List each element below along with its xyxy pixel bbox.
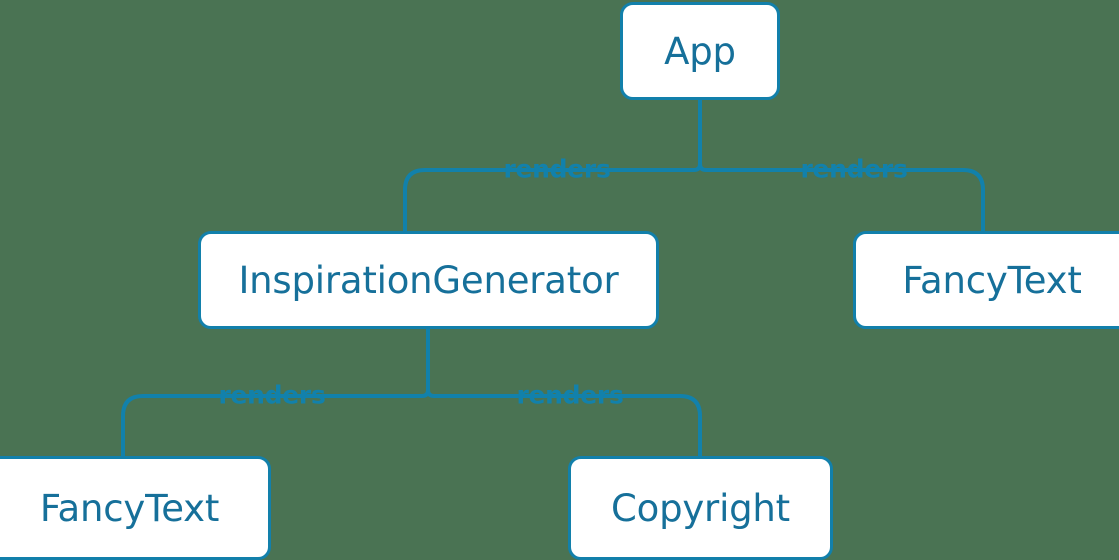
node-fancytext-top-right[interactable]: FancyText — [853, 231, 1119, 329]
edge-label-app-to-inspiration-generator: renders — [503, 154, 611, 184]
node-inspiration-generator-label: InspirationGenerator — [238, 258, 619, 302]
edge-label-inspiration-to-fancytext-bottom-left: renders — [218, 380, 326, 410]
edge-label-app-to-fancytext-top-right: renders — [800, 154, 908, 184]
edge-inspiration-to-fancytext-bottom-left — [121, 394, 422, 456]
edge-junction2-right-fillet — [426, 389, 435, 398]
node-copyright-label: Copyright — [611, 486, 790, 530]
edge-label-inspiration-to-copyright: renders — [516, 380, 624, 410]
node-fancytext-top-right-label: FancyText — [902, 258, 1082, 302]
edge-app-to-fancytext-top-right — [706, 168, 985, 231]
node-fancytext-bottom-left-label: FancyText — [39, 486, 220, 530]
edge-junction-right-fillet — [698, 163, 707, 172]
node-fancytext-bottom-left[interactable]: FancyText — [0, 456, 271, 560]
edge-inspiration-to-copyright — [434, 394, 702, 456]
node-inspiration-generator[interactable]: InspirationGenerator — [198, 231, 659, 329]
node-app[interactable]: App — [620, 2, 780, 100]
edge-app-to-inspiration-generator — [403, 168, 694, 231]
node-copyright[interactable]: Copyright — [568, 456, 833, 560]
node-app-label: App — [664, 29, 736, 73]
